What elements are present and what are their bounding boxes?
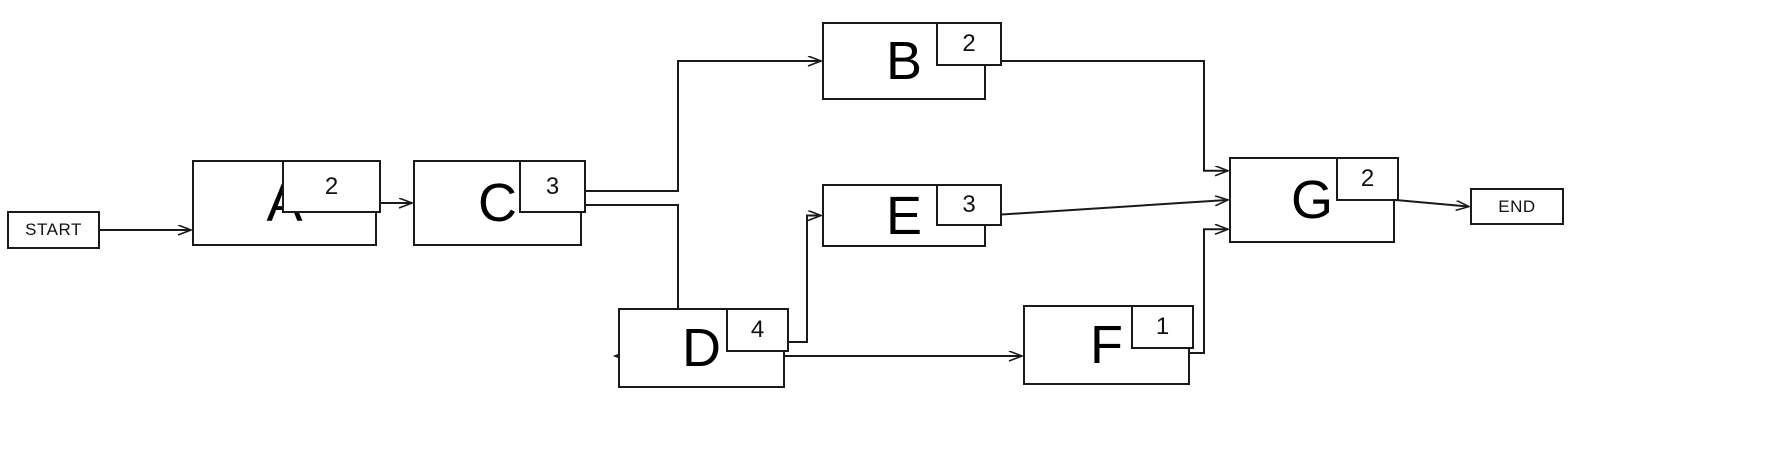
node-f-duration: 1 [1131,305,1194,349]
node-d-label: D [682,318,721,378]
node-d-duration: 4 [726,308,789,352]
node-d[interactable]: D 4 [618,308,789,388]
node-e-duration: 3 [936,184,1002,226]
node-g-duration: 2 [1336,157,1399,201]
node-a-duration: 2 [282,160,381,213]
node-e-label: E [885,185,923,246]
node-c-label: C [478,173,517,233]
end-label: END [1498,196,1536,216]
node-c[interactable]: C 3 [413,160,586,246]
node-b-duration: 2 [936,22,1002,66]
start-label: START [25,220,82,239]
node-b-label: B [885,31,923,91]
edge-c-b [582,61,820,192]
edge-e-g [985,200,1227,217]
end-terminal[interactable]: END [1470,188,1564,225]
node-f[interactable]: F 1 [1023,305,1194,385]
edge-f-g [1190,229,1227,354]
node-f-label: F [1090,315,1123,375]
node-e[interactable]: E 3 [822,184,1002,247]
edge-g-end [1394,199,1468,207]
node-g-label: G [1290,170,1333,230]
node-c-duration: 3 [519,160,586,213]
node-a[interactable]: A 2 [192,160,381,246]
start-terminal[interactable]: START [7,211,100,249]
edge-b-g [986,60,1227,171]
node-b[interactable]: B 2 [822,22,1002,100]
edge-d-e [785,216,820,343]
node-g[interactable]: G 2 [1229,157,1399,243]
